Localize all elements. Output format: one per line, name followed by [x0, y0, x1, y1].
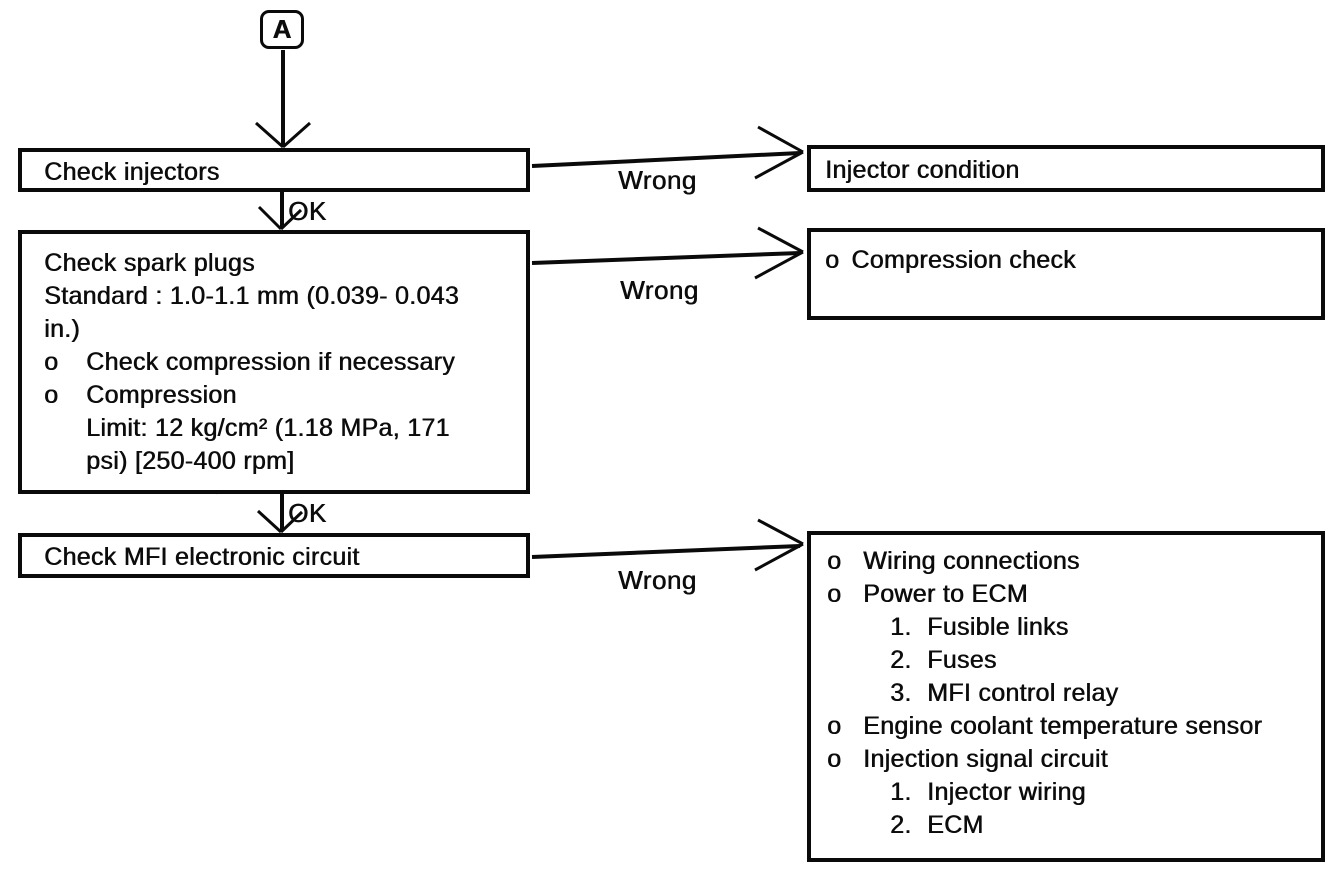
number-marker: 2. — [890, 811, 912, 839]
node-mfi-checklist: o Wiring connections o Power to ECM 1. F… — [807, 531, 1325, 862]
bullet-marker: o — [827, 547, 842, 575]
edge-label-wrong-3: Wrong — [618, 565, 697, 595]
numbered-line: 3. MFI control relay — [827, 677, 1313, 710]
line-text: Check compression if necessary — [86, 348, 455, 376]
line-text: Compression — [86, 381, 237, 409]
connector-node-a: A — [260, 10, 304, 49]
number-marker: 1. — [890, 778, 912, 806]
connector-label: A — [272, 14, 292, 44]
node-check-mfi-circuit: Check MFI electronic circuit — [18, 533, 530, 578]
numbered-line: 1. Injector wiring — [827, 776, 1313, 809]
node-injector-condition: Injector condition — [807, 145, 1325, 192]
edge-label-wrong-1: Wrong — [618, 165, 697, 195]
line-text: psi) [250-400 rpm] — [86, 447, 295, 475]
node-compression-check: o Compression check — [807, 228, 1325, 320]
node-check-spark-plugs: Check spark plugs Standard : 1.0-1.1 mm … — [18, 230, 530, 494]
node-label: Check MFI electronic circuit — [44, 543, 360, 571]
edge-label-ok-1: OK — [288, 196, 327, 226]
edge-label-wrong-2: Wrong — [620, 275, 699, 305]
bullet-marker: o — [827, 745, 842, 773]
node-label: Compression check — [851, 246, 1076, 274]
numbered-line: 1. Fusible links — [827, 611, 1313, 644]
line-text: MFI control relay — [927, 679, 1119, 707]
text-line: Check spark plugs — [44, 247, 512, 280]
line-text: Engine coolant temperature sensor — [863, 712, 1263, 740]
line-text: Fuses — [927, 646, 997, 674]
arrow-right-wrong-3 — [531, 518, 804, 572]
text-line: in.) — [44, 313, 512, 346]
line-text: Limit: 12 kg/cm² (1.18 MPa, 171 — [86, 414, 450, 442]
bullet-line: o Engine coolant temperature sensor — [827, 710, 1313, 743]
numbered-line: 2. ECM — [827, 809, 1313, 842]
node-check-injectors: Check injectors — [18, 148, 530, 192]
line-text: Fusible links — [927, 613, 1069, 641]
line-text: Power to ECM — [863, 580, 1028, 608]
arrow-right-wrong-1 — [531, 125, 804, 180]
text-line: psi) [250-400 rpm] — [44, 445, 512, 478]
number-marker: 1. — [890, 613, 912, 641]
arrow-right-wrong-2 — [531, 226, 804, 280]
edge-label-ok-2: OK — [288, 498, 327, 528]
line-text: Wiring connections — [863, 547, 1080, 575]
bullet-line: o Injection signal circuit — [827, 743, 1313, 776]
arrow-down-ok-1 — [257, 192, 303, 231]
node-label: Check injectors — [44, 158, 220, 186]
line-text: in.) — [44, 315, 80, 343]
bullet-marker: o — [827, 580, 842, 608]
line-text: Check spark plugs — [44, 249, 255, 277]
bullet-marker: o — [44, 381, 59, 409]
bullet-marker: o — [825, 246, 840, 274]
line-text: Standard : 1.0-1.1 mm (0.039- 0.043 — [44, 282, 459, 310]
bullet-line: o Compression — [44, 379, 512, 412]
numbered-line: 2. Fuses — [827, 644, 1313, 677]
line-text: ECM — [927, 811, 984, 839]
arrow-down-ok-2 — [256, 494, 304, 534]
bullet-marker: o — [827, 712, 842, 740]
number-marker: 3. — [890, 679, 912, 707]
arrow-down-a-to-check-injectors — [255, 50, 311, 149]
text-line: Standard : 1.0-1.1 mm (0.039- 0.043 — [44, 280, 512, 313]
line-text: Injector wiring — [927, 778, 1086, 806]
text-line: Limit: 12 kg/cm² (1.18 MPa, 171 — [44, 412, 512, 445]
number-marker: 2. — [890, 646, 912, 674]
bullet-marker: o — [44, 348, 59, 376]
bullet-line: o Power to ECM — [827, 578, 1313, 611]
bullet-line: o Wiring connections — [827, 545, 1313, 578]
node-label: Injector condition — [825, 156, 1020, 184]
bullet-line: o Check compression if necessary — [44, 346, 512, 379]
line-text: Injection signal circuit — [863, 745, 1108, 773]
